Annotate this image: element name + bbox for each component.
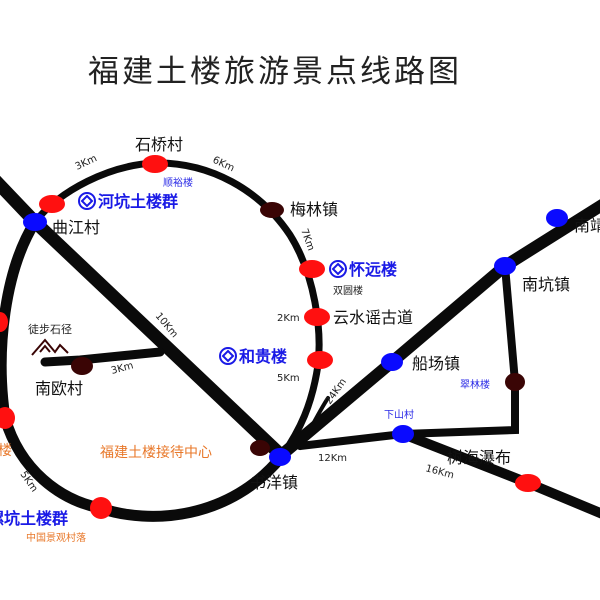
marker-shuhai[interactable] [515,474,541,492]
heritage-icon [329,260,347,278]
mountain-icon [31,338,69,356]
map-title: 福建土楼旅游景点线路图 [88,54,462,90]
label-nankeng: 南坑镇 [522,275,570,294]
label-shuangyuan: 双圆楼 [333,284,363,297]
roads [0,159,600,522]
marker-chuanchang[interactable] [381,353,403,371]
label-yunshui: 云水谣古道 [333,308,413,327]
label-tianluo: 螺坑土楼群 [0,509,68,528]
distance-label: 12Km [318,453,347,464]
distance-label: 5Km [277,373,300,384]
label-shiqiao: 石桥村 [135,135,183,154]
label-shuhai: 树海瀑布 [447,448,511,467]
marker-nanou[interactable] [71,357,93,375]
marker-xiashan[interactable] [392,425,414,443]
label-meilin: 梅林镇 [290,200,338,219]
road-loop-top [31,159,323,460]
label-nanjing: 南靖 [574,216,600,235]
label-chuanchang: 船场镇 [412,354,460,373]
marker-tianluo[interactable] [90,497,112,519]
marker-huaiyuan[interactable] [299,260,325,278]
marker-qujiang[interactable] [23,213,47,231]
label-trail: 徒步石径 [28,322,72,336]
road-xiashan [296,262,519,450]
marker-nankeng[interactable] [494,257,516,275]
marker-nanjing[interactable] [546,209,568,227]
road-loop-left [0,216,288,522]
label-huaiyuan: 怀远楼 [349,260,397,279]
marker-meilin[interactable] [260,202,284,218]
road-northeast [279,199,600,458]
marker-shuyang[interactable] [269,448,291,466]
marker-hegui[interactable] [307,351,333,369]
label-center: 福建土楼接待中心 [100,444,212,461]
marker-left-red[interactable] [0,312,8,332]
distance-label: 2Km [277,313,300,324]
label-left-partial: 楼 [0,443,12,459]
label-village: 中国景观村落 [26,531,86,544]
label-qujiang: 曲江村 [52,218,100,237]
marker-shiqiao[interactable] [142,155,168,173]
label-hegui: 和贵楼 [239,347,287,366]
label-shuyang: 书洋镇 [250,473,298,492]
markers [0,155,568,519]
label-xiashan: 下山村 [384,408,414,421]
marker-hekeng[interactable] [39,195,65,213]
label-shunyu: 顺裕楼 [163,176,193,189]
marker-yunshui[interactable] [304,308,330,326]
marker-left-red-2[interactable] [0,407,15,429]
label-nanou: 南欧村 [35,379,83,398]
heritage-icon [78,192,96,210]
label-hekeng: 河坑土楼群 [98,192,178,211]
marker-center[interactable] [250,440,270,456]
label-cuilin: 翠林楼 [460,378,490,391]
marker-cuilin[interactable] [505,373,525,391]
heritage-icon [219,347,237,365]
